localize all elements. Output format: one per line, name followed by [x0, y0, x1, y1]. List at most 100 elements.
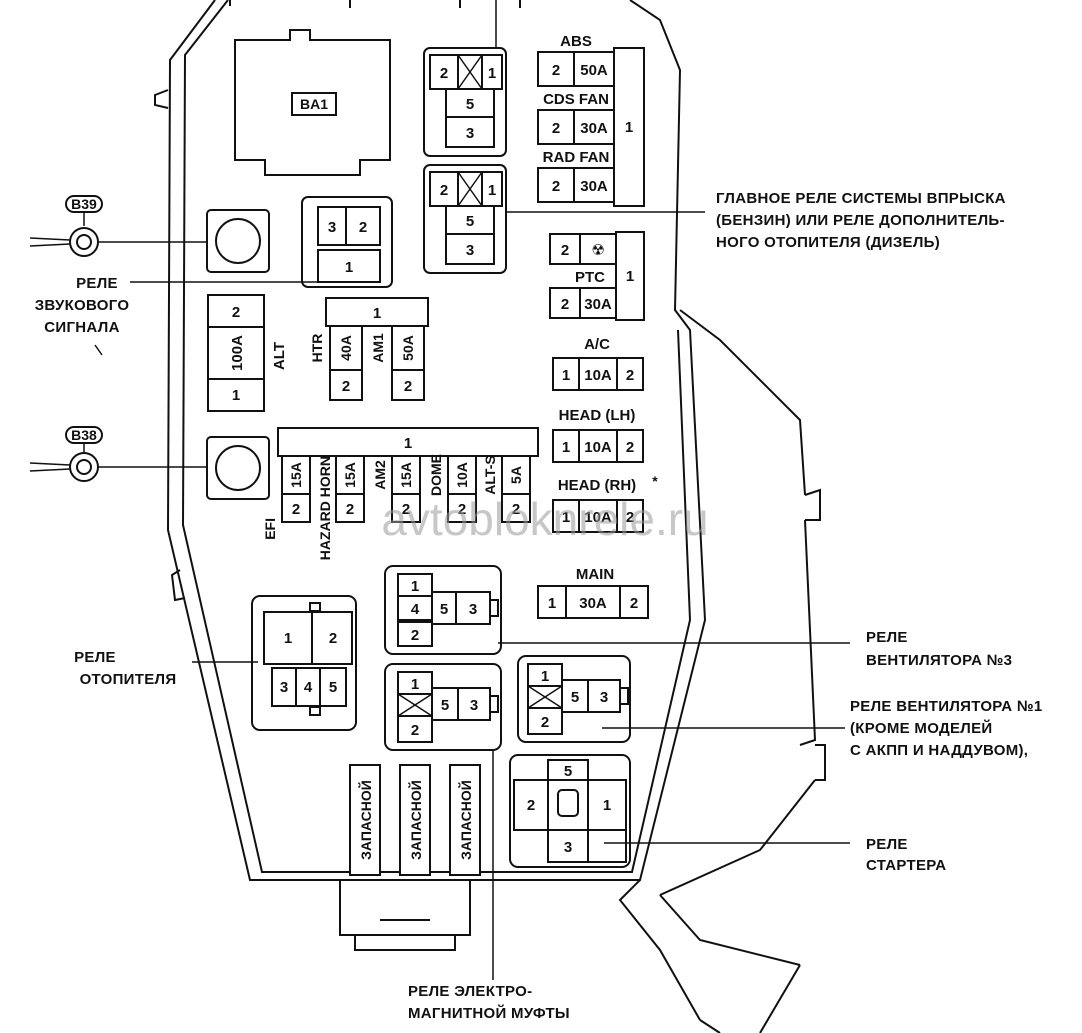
relay-top-1-pin3: 3 [466, 125, 474, 142]
clutch-relay-pin3: 3 [470, 697, 478, 714]
fan3-relay: 1 4 5 3 2 [384, 565, 502, 655]
fan3-relay-pin3: 3 [469, 601, 477, 618]
fan1-relay-pin5: 5 [571, 689, 579, 706]
fuse-alt: 2 100A 1 ALT [207, 294, 288, 412]
head-rh-mark: * [652, 473, 658, 489]
fuse-row: 1 15A 15A 15A 10A 5A 2 2 2 2 2 EFI HAZAR… [262, 427, 539, 560]
fuse-alt-s-amp: 5A [508, 466, 524, 484]
rad-fan-amp: 30A [580, 178, 608, 195]
connector-b39: B39 [29, 195, 210, 257]
head-rh-right: 2 [626, 509, 634, 526]
htr-label: HTR [309, 334, 325, 363]
fuse-row-top: 1 [404, 435, 412, 452]
cds-fan-label: CDS FAN [543, 91, 609, 108]
fan1-relay-pin1: 1 [541, 668, 549, 685]
fuse-efi-amp: 15A [288, 462, 304, 488]
rad-fan-left: 2 [552, 178, 560, 195]
cds-fan-amp: 30A [580, 120, 608, 137]
callout-efi-relay: ГЛАВНОЕ РЕЛЕ СИСТЕМЫ ВПРЫСКА (БЕНЗИН) ИЛ… [716, 190, 1006, 251]
alt-bottom: 1 [232, 387, 240, 404]
main-label: MAIN [576, 566, 614, 583]
callout-fan1-relay-line3: С АКПП И НАДДУВОМ), [850, 742, 1028, 759]
connector-b38: B38 [29, 426, 208, 482]
am1-label: AM1 [370, 333, 386, 363]
callout-clutch-relay-line2: МАГНИТНОЙ МУФТЫ [408, 1004, 570, 1022]
fan3-relay-pin1: 1 [411, 578, 419, 595]
fuse-dome-amp: 10A [454, 462, 470, 488]
ptc-left: 2 [561, 296, 569, 313]
callout-fan1-relay: РЕЛЕ ВЕНТИЛЯТОРА №1 (КРОМЕ МОДЕЛЕЙ С АКП… [850, 698, 1043, 759]
alt-label: ALT [271, 342, 288, 370]
relay-top-1-pin1: 1 [488, 65, 496, 82]
leader-lines [94, 0, 850, 980]
clutch-relay: 1 5 3 2 [384, 663, 502, 751]
relay-top-2-pin3: 3 [466, 242, 474, 259]
callout-horn-relay-line1: РЕЛЕ [76, 275, 118, 292]
clutch-relay-pin1: 1 [411, 676, 419, 693]
fuse-hazard-horn-label: HAZARD HORN [317, 456, 333, 560]
htr-group-top: 1 [373, 305, 381, 322]
fan1-relay: 1 5 3 2 [517, 655, 631, 743]
relay-top-2: 2 1 5 3 [423, 164, 507, 274]
main-left: 1 [548, 595, 556, 612]
connector-b39-label: B39 [71, 196, 97, 212]
fuse-am2-amp: 15A [398, 462, 414, 488]
connector-b38-label: B38 [71, 427, 97, 443]
fuse-am2-bottom: 2 [402, 501, 410, 518]
fuse-am2-label: AM2 [372, 460, 388, 490]
ptc-right: 1 [626, 268, 634, 285]
fan3-relay-pin2: 2 [411, 627, 419, 644]
fuse-alt-s-label: ALT-S [482, 455, 498, 494]
spare-fuse-2: ЗАПАСНОЙ [407, 780, 424, 860]
callout-fan1-relay-line2: (КРОМЕ МОДЕЛЕЙ [850, 719, 992, 737]
spare-fuse-1: ЗАПАСНОЙ [357, 780, 374, 860]
callout-horn-relay: РЕЛЕ ЗВУКОВОГО СИГНАЛА [35, 275, 130, 336]
ptc-amp: 30A [584, 296, 612, 313]
rad-fan-label: RAD FAN [543, 149, 610, 166]
starter-relay-pin5: 5 [564, 763, 572, 780]
fuse-efi-bottom: 2 [292, 501, 300, 518]
htr-amp: 40A [338, 335, 354, 361]
callout-efi-relay-line1: ГЛАВНОЕ РЕЛЕ СИСТЕМЫ ВПРЫСКА [716, 190, 1006, 207]
am1-bottom: 2 [404, 378, 412, 395]
horn-relay-pin3: 3 [328, 219, 336, 236]
fuse-head-rh: HEAD (RH) * 1 10A 2 [552, 473, 658, 533]
alt-amp: 100A [229, 335, 246, 371]
callout-starter-relay: РЕЛЕ СТАРТЕРА [866, 836, 946, 874]
clutch-relay-pin2: 2 [411, 722, 419, 739]
watermark: avtobloknrele.ru [381, 493, 708, 545]
fan3-relay-pin5: 5 [440, 601, 448, 618]
ac-left: 1 [562, 367, 570, 384]
fuse-dome-bottom: 2 [458, 501, 466, 518]
head-rh-left: 1 [562, 509, 570, 526]
heater-relay-pin5: 5 [329, 679, 337, 696]
callout-heater-relay: РЕЛЕ ОТОПИТЕЛЯ [74, 649, 176, 688]
alt-top: 2 [232, 304, 240, 321]
head-lh-label: HEAD (LH) [559, 407, 636, 424]
callout-starter-relay-line2: СТАРТЕРА [866, 857, 946, 874]
fuse-htr-am1: 1 HTR 40A AM1 50A 2 2 [309, 297, 429, 401]
relay-top-2-pin5: 5 [466, 213, 474, 230]
starter-relay-pin2: 2 [527, 797, 535, 814]
heater-relay-pin1: 1 [284, 630, 292, 647]
fuse-ac: A/C 1 10A 2 [552, 336, 644, 391]
head-lh-left: 1 [562, 439, 570, 456]
abs-label: ABS [560, 33, 592, 50]
head-lh-amp: 10A [584, 439, 612, 456]
housing-outline [154, 0, 826, 1033]
ptc-top-left: 2 [561, 242, 569, 259]
callout-starter-relay-line1: РЕЛЕ [866, 836, 908, 853]
callout-fan1-relay-line1: РЕЛЕ ВЕНТИЛЯТОРА №1 [850, 698, 1043, 715]
callout-efi-relay-line2: (БЕНЗИН) ИЛИ РЕЛЕ ДОПОЛНИТЕЛЬ- [716, 212, 1005, 229]
relay-top-1-pin2: 2 [440, 65, 448, 82]
callout-horn-relay-line2: ЗВУКОВОГО [35, 297, 130, 314]
fuse-group-fans: ABS 2 50A CDS FAN 2 30A RAD FAN 2 30A 1 [537, 33, 645, 207]
callout-fan3-relay-line2: ВЕНТИЛЯТОРА №3 [866, 652, 1012, 669]
horn-relay-pin2: 2 [359, 219, 367, 236]
callout-fan3-relay: РЕЛЕ ВЕНТИЛЯТОРА №3 [866, 629, 1012, 669]
fans-common-terminal: 1 [625, 119, 633, 136]
ac-amp: 10A [584, 367, 612, 384]
starter-relay-pin1: 1 [603, 797, 611, 814]
htr-bottom: 2 [342, 378, 350, 395]
abs-amp: 50A [580, 62, 608, 79]
